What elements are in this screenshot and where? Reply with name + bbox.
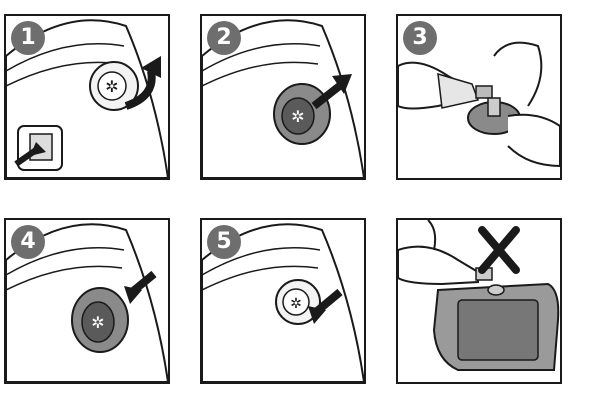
step-2-panel: ✲ 2: [200, 14, 366, 180]
do-not-panel: [396, 218, 562, 384]
step-badge: 4: [11, 225, 45, 259]
step-3-panel: 3: [396, 14, 562, 180]
step-5-panel: ✲ 5: [200, 218, 366, 384]
step-badge: 3: [403, 21, 437, 55]
do-not-oil-crossed-icon: [398, 220, 560, 371]
cap-push-arrow-icon: ✲: [202, 223, 364, 382]
svg-text:✲: ✲: [91, 313, 104, 332]
svg-text:✲: ✲: [291, 107, 304, 126]
step-4-panel: ✲ 4: [4, 218, 170, 384]
svg-text:✲: ✲: [105, 77, 118, 96]
step-badge: 5: [207, 225, 241, 259]
cap-removed-arrow-icon: ✲: [202, 19, 364, 178]
svg-text:✲: ✲: [290, 296, 302, 312]
step-badge: 1: [11, 21, 45, 55]
step-1-panel: ✲ 1: [4, 14, 170, 180]
step-badge: 2: [207, 21, 241, 55]
shaver-unplug-rotate-cap-icon: ✲: [6, 19, 168, 178]
cap-refit-arrow-icon: ✲: [6, 223, 168, 382]
oil-bottle-on-cap-icon: [398, 41, 560, 168]
